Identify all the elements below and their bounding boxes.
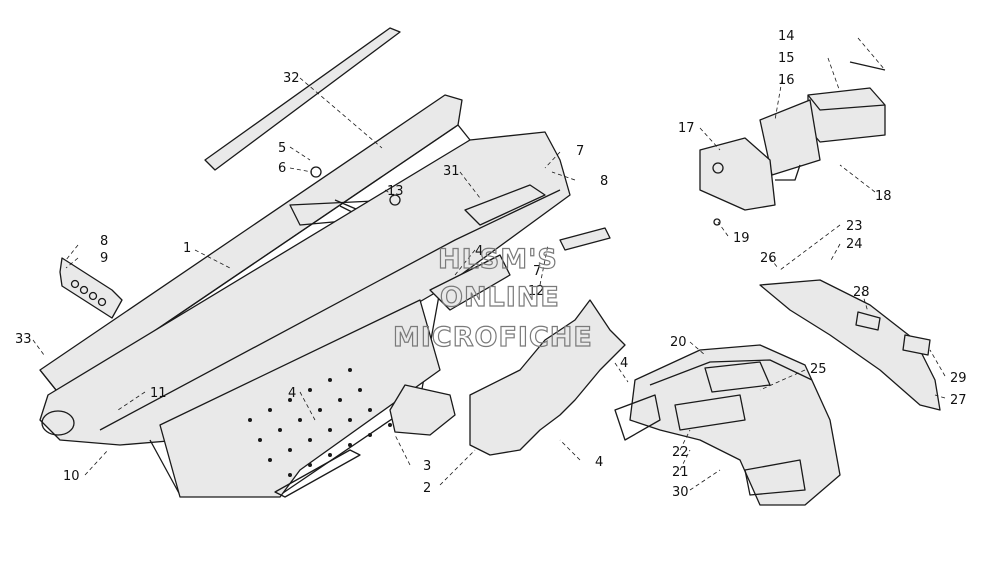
callout-3: 3 [423,459,431,474]
callout-18: 18 [875,189,892,204]
callout-31: 31 [443,164,460,179]
callout-7b: 7 [533,264,541,279]
callout-20: 20 [670,335,687,350]
callout-32: 32 [283,71,300,86]
part-6-clip [310,166,322,178]
part-13-nut [389,194,401,206]
part-12-panel [429,254,511,311]
part-9-vent-shield [59,257,123,319]
part-28-decal [855,311,881,331]
callout-13: 13 [387,184,404,199]
callout-11: 11 [150,386,167,401]
callout-21: 21 [672,465,689,480]
side-reflector [559,227,611,251]
watermark: HLSM'S ONLINE MICROFICHE [392,243,593,353]
callout-5: 5 [278,141,286,156]
callout-27: 27 [950,393,967,408]
callout-24: 24 [846,237,863,252]
callout-14: 14 [778,29,795,44]
callout-19: 19 [733,231,750,246]
callout-4a: 4 [288,386,296,401]
part-30-rear-bumper [614,344,841,506]
part-19-bulb [713,218,721,226]
part-32-trim-strip [204,27,401,171]
callout-8a: 8 [600,174,608,189]
part-3-bracket [389,384,456,436]
callout-12: 12 [528,284,545,299]
taillight-assembly [699,61,886,211]
callout-8b: 8 [100,234,108,249]
part-4-perforated-panel [159,299,441,498]
callout-2: 2 [423,481,431,496]
callout-10: 10 [63,469,80,484]
callout-7a: 7 [576,144,584,159]
callout-labels: 32 1 5 6 13 31 7 8 8 9 33 11 10 4 4 7 12… [15,29,967,500]
part-31-panel [464,184,546,226]
callout-23: 23 [846,219,863,234]
callout-16: 16 [778,73,795,88]
callout-29: 29 [950,371,967,386]
watermark-line-1: HLSM'S [438,244,558,275]
callout-17: 17 [678,121,695,136]
callout-9: 9 [100,251,108,266]
callout-30: 30 [672,485,689,500]
callout-28: 28 [853,285,870,300]
callout-4b: 4 [475,244,483,259]
watermark-line-3: MICROFICHE [393,322,593,353]
part-2-flap [469,299,626,456]
callout-4c: 4 [620,356,628,371]
part-27-snow-flap [759,279,941,411]
callout-25: 25 [810,362,827,377]
callout-26: 26 [760,251,777,266]
callout-15: 15 [778,51,795,66]
callout-33: 33 [15,332,32,347]
part-29-decal [902,334,931,356]
watermark-line-2: ONLINE [440,282,560,313]
callout-4d: 4 [595,455,603,470]
callout-1: 1 [183,241,191,256]
callout-6: 6 [278,161,286,176]
callout-22: 22 [672,445,689,460]
leader-lines [32,37,946,491]
